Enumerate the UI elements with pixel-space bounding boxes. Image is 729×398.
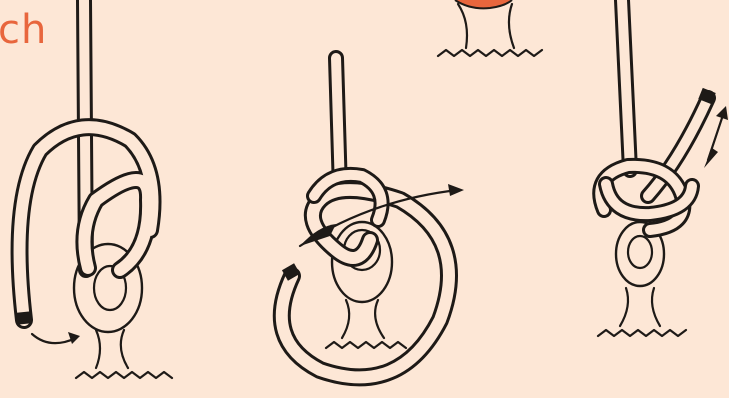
eyebolt-3 bbox=[598, 222, 686, 336]
rope-end-marker bbox=[15, 311, 32, 325]
curved-arrow-under-ring bbox=[32, 332, 80, 344]
step-3-tighten-knot bbox=[598, 0, 728, 336]
step-1-loop-around-ring bbox=[15, 0, 172, 378]
step-2-wrap-around-standing-part bbox=[282, 58, 464, 377]
cropped-eyebolt-top bbox=[438, 0, 542, 56]
